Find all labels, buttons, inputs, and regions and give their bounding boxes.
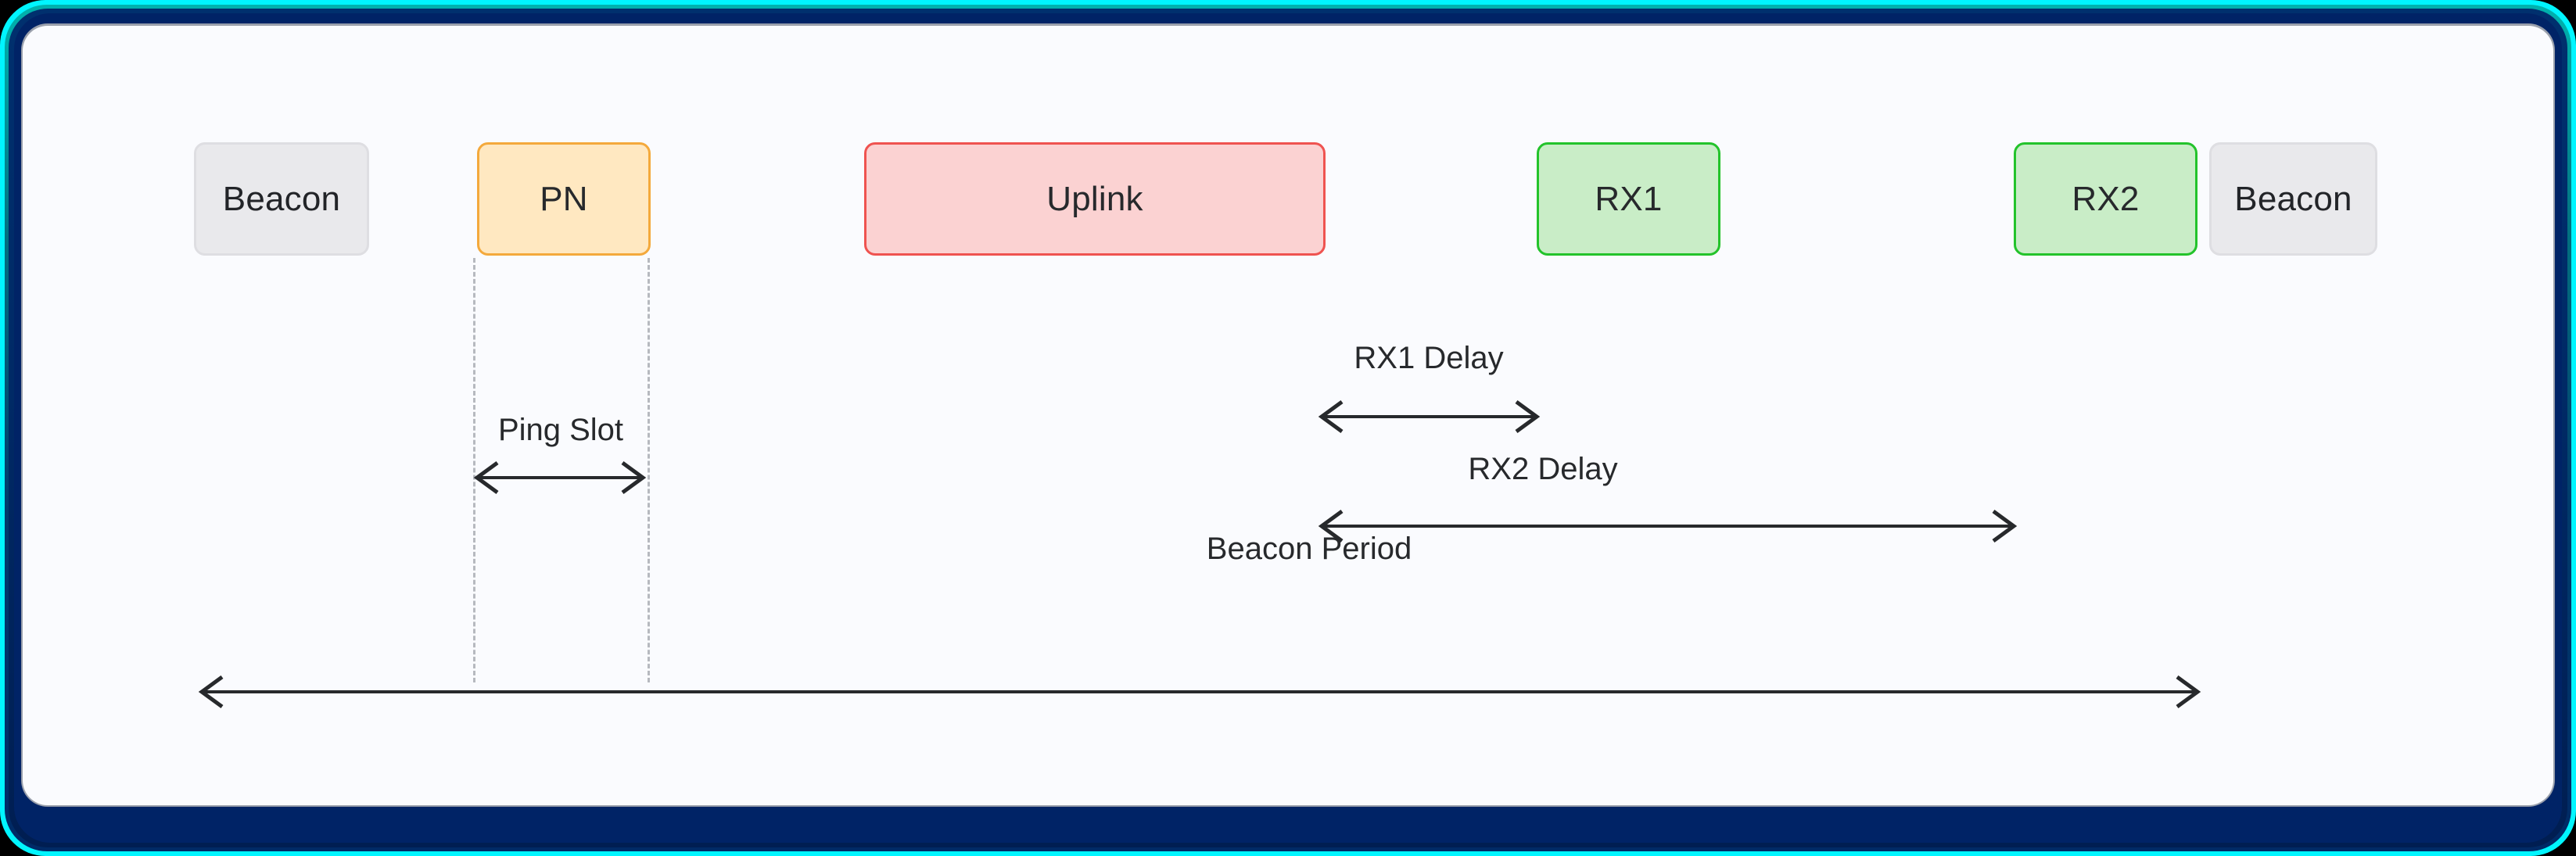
guide-line-ping-slot-right [648,258,650,682]
measure-label-rx2-delay: RX2 Delay [1468,452,1618,486]
timeline-block-uplink[interactable]: Uplink [864,142,1326,256]
timeline-block-rx2[interactable]: RX2 [2014,142,2197,256]
timeline-block-rx1[interactable]: RX1 [1537,142,1720,256]
timeline-block-ping-slot-pn[interactable]: PN [477,142,651,256]
measure-label-ping-slot: Ping Slot [497,413,624,447]
timeline-block-beacon-start[interactable]: Beacon [194,142,369,256]
measure-arrow-rx2-delay [1318,509,2018,543]
guide-line-ping-slot-left [473,258,475,682]
measure-arrow-rx1-delay [1318,399,1541,434]
measure-label-rx1-delay: RX1 Delay [1354,341,1504,375]
measure-arrow-beacon-period [198,675,2201,709]
measure-label-beacon-period: Beacon Period [1206,532,1412,566]
timeline-block-beacon-end[interactable]: Beacon [2209,142,2377,256]
measure-arrow-ping-slot [473,460,647,495]
